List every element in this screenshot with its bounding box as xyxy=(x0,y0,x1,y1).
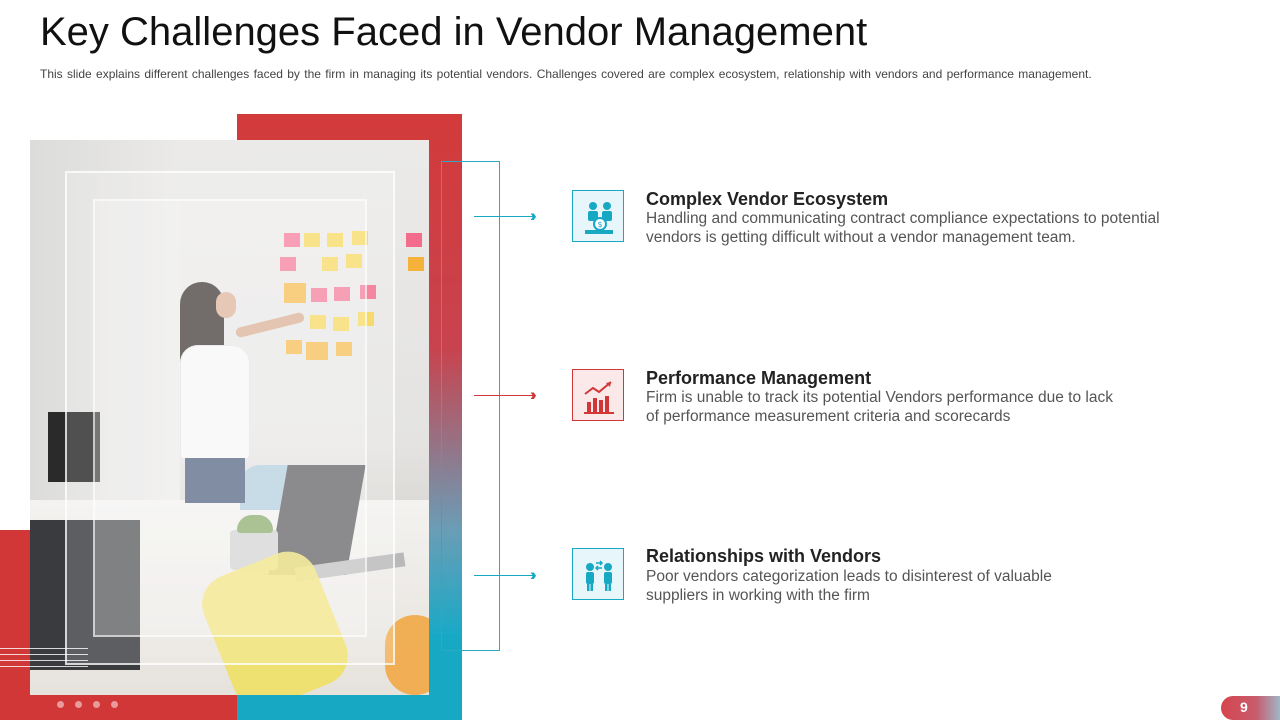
vendor-ecosystem-icon: $ xyxy=(585,202,613,234)
connector-bracket xyxy=(441,161,500,651)
sticky-note xyxy=(406,233,422,247)
relationship-people-icon xyxy=(586,560,612,591)
connector-line-2 xyxy=(474,395,534,396)
sticky-note xyxy=(336,342,352,356)
decorative-dots xyxy=(57,701,118,708)
sticky-note xyxy=(310,315,326,329)
challenge-3-icon-box xyxy=(572,548,624,600)
sticky-note xyxy=(306,342,328,360)
photo-person-face xyxy=(216,292,236,318)
photo-orange-blur xyxy=(385,615,429,695)
connector-line-3 xyxy=(474,575,534,576)
page-number: 9 xyxy=(1240,699,1248,715)
page-number-badge xyxy=(1221,696,1280,720)
photo-frame-outer xyxy=(65,171,395,665)
challenge-1-description: Handling and communicating contract comp… xyxy=(646,210,1160,246)
photo-monitor xyxy=(48,412,100,482)
performance-chart-icon xyxy=(584,381,614,414)
challenge-2-title: Performance Management xyxy=(646,368,872,388)
sticky-note xyxy=(280,257,296,271)
photo-plant-leaves xyxy=(237,515,273,533)
svg-text:$: $ xyxy=(597,220,602,229)
sticky-note xyxy=(360,285,376,299)
decorative-lines xyxy=(0,648,88,674)
slide-subtitle: This slide explains different challenges… xyxy=(40,67,1092,81)
challenge-3-description: Poor vendors categorization leads to dis… xyxy=(646,568,1052,604)
sticky-note xyxy=(352,231,368,245)
challenge-2-icon-box xyxy=(572,369,624,421)
photo-person-shirt xyxy=(180,345,250,460)
sticky-note xyxy=(304,233,320,247)
challenge-3-title: Relationships with Vendors xyxy=(646,546,882,566)
sticky-note xyxy=(346,254,362,268)
sticky-note xyxy=(284,233,300,247)
challenge-2-description: Firm is unable to track its potential Ve… xyxy=(646,389,1113,425)
sticky-note xyxy=(284,283,306,303)
sticky-note xyxy=(286,340,302,354)
photo-frame-inner xyxy=(93,199,367,637)
photo-person-jeans xyxy=(185,458,245,503)
photo-laptop-foreground xyxy=(30,520,140,670)
sticky-note xyxy=(334,287,350,301)
sticky-note xyxy=(322,257,338,271)
sticky-note xyxy=(327,233,343,247)
challenge-1-title: Complex Vendor Ecosystem xyxy=(646,189,889,209)
slide-title: Key Challenges Faced in Vendor Managemen… xyxy=(40,10,868,54)
sticky-note xyxy=(311,288,327,302)
connector-line-1 xyxy=(474,216,534,217)
office-photo xyxy=(30,140,429,695)
challenge-1-icon-box: $ xyxy=(572,190,624,242)
sticky-note xyxy=(333,317,349,331)
sticky-note xyxy=(408,257,424,271)
